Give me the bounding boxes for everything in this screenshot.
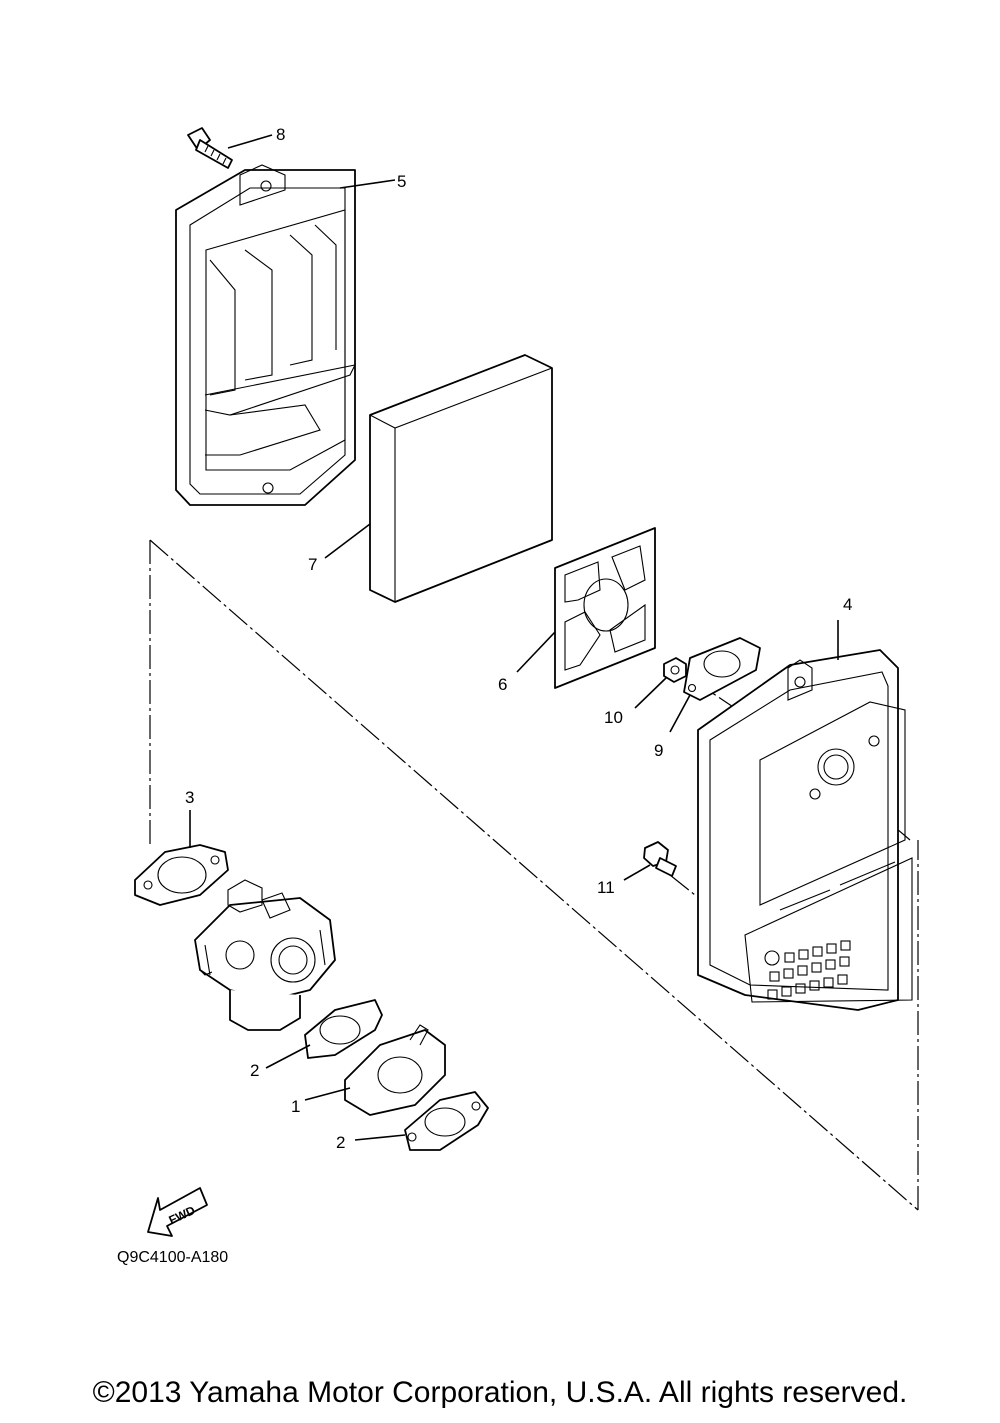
leader-lines [189,134,839,1141]
parts-diagram: FWD 8 5 7 6 4 10 9 11 3 2 1 2 Q9C4100-A1… [117,125,919,1266]
carburetor [194,879,336,1031]
callout-8: 8 [276,125,285,144]
carburetor-joint [344,1024,446,1116]
copyright-notice: ©2013 Yamaha Motor Corporation, U.S.A. A… [92,1376,908,1409]
callout-3: 3 [185,788,194,807]
filter-element [369,354,553,603]
callout-2-upper: 2 [250,1061,259,1080]
joint-gasket-lower [404,1091,489,1151]
callout-1: 1 [291,1097,300,1116]
callout-9: 9 [654,741,663,760]
callout-5: 5 [397,172,406,191]
element-gasket [554,527,656,689]
nut [663,657,687,683]
callout-2-lower: 2 [336,1133,345,1152]
callout-numbers: 8 5 7 6 4 10 9 11 3 2 1 2 [185,125,852,1152]
fwd-arrow: FWD [147,1187,208,1237]
air-cleaner-cover [697,649,913,1011]
callout-7: 7 [308,555,317,574]
callout-10: 10 [604,708,623,727]
callout-11: 11 [597,878,615,897]
joint-gasket-upper [304,999,383,1059]
bolt [643,841,677,877]
air-cleaner-case [175,164,356,506]
callout-4: 4 [843,595,852,614]
screw [187,127,233,169]
drawing-code: Q9C4100-A180 [117,1249,228,1266]
cover-gasket [683,637,761,701]
callout-6: 6 [498,675,507,694]
carburetor-gasket-top [134,844,229,906]
